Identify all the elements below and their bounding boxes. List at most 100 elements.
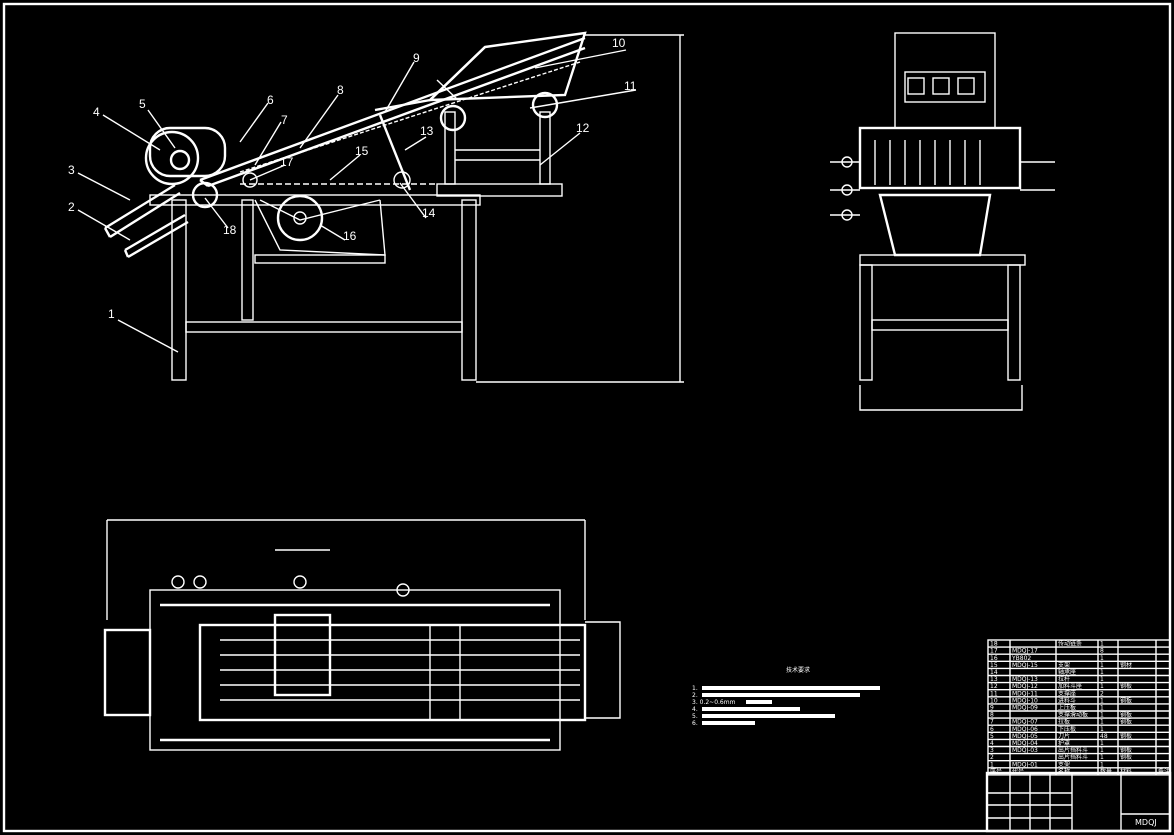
parts-list-cell: 进料斗 [1058,696,1076,704]
parts-list-cell: 加料斗座 [1058,682,1082,690]
parts-list-cell: 16 [990,655,998,662]
parts-list-cell: 2 [1100,690,1104,697]
parts-list-cell: MDQJ-10 [1012,697,1038,704]
parts-list-cell: MDQJ-06 [1012,726,1038,733]
parts-list-cell: 支架 [1058,661,1070,669]
parts-list-cell: 拉板 [1058,718,1070,726]
parts-list-cell: 3 [990,747,994,754]
parts-list-cell: MDQJ-15 [1012,662,1038,669]
note-6-bar [702,721,755,725]
parts-list-cell: 1 [1100,641,1104,648]
parts-list-cell: MDQJ-09 [1012,705,1038,712]
callout-10: 10 [612,36,626,50]
parts-list-cell: 12 [990,683,998,690]
callout-12: 12 [576,121,590,135]
parts-list-cell: 6 [990,726,994,733]
parts-list-header-cell: 数量 [1100,767,1112,775]
parts-list-cell: 5 [990,733,994,740]
parts-list-cell: 8 [1100,648,1104,655]
front-view [830,32,1055,411]
callout-7: 7 [281,113,288,127]
parts-list-cell: 13 [990,676,998,683]
callout-1: 1 [108,307,115,321]
parts-list-cell: 1 [1100,683,1104,690]
parts-list-cell: 支撑滑动板 [1058,711,1088,719]
parts-list-cell: 1 [1100,705,1104,712]
note-5-bar [702,714,835,718]
parts-list-cell: 18 [990,641,998,648]
parts-list-cell: 钢板 [1120,711,1132,719]
parts-list-cell: 1 [1100,719,1104,726]
parts-list-cell: 1 [1100,754,1104,761]
parts-list-cell: 传动链条 [1058,640,1082,648]
callout-16: 16 [343,229,357,243]
parts-list-cell: MDQJ-07 [1012,719,1038,726]
parts-list-cell: 钢材 [1120,661,1132,669]
parts-list-cell: 护罩 [1058,739,1070,747]
callout-11: 11 [624,79,637,93]
parts-list-header-cell: 序号 [990,767,1002,775]
parts-list-cell: 1 [1100,747,1104,754]
parts-list-cell: MDQJ-12 [1012,683,1038,690]
parts-list-cell: 钢板 [1120,753,1132,761]
parts-list-cell: 钢板 [1120,696,1132,704]
parts-list-cell: 钢板 [1120,732,1132,740]
parts-list-cell: 1 [1100,761,1104,768]
parts-list-cell: 7 [990,719,994,726]
callout-8: 8 [337,83,344,97]
parts-list-cell: 11 [990,690,998,697]
parts-list-header-cell: 代号 [1012,767,1024,775]
note-4: 4. [692,706,698,713]
parts-list-cell: 15 [990,662,998,669]
parts-list-cell: 上压板 [1058,704,1076,712]
callout-9: 9 [413,51,420,65]
parts-list-cell: 2 [990,754,994,761]
callout-3: 3 [68,163,75,177]
parts-list-cell: 1 [990,761,994,768]
parts-list-cell: 出片挡料斗 [1058,753,1088,761]
parts-list-cell: MDQJ-01 [1012,761,1038,768]
parts-list-cell: 48 [1100,733,1108,740]
note-3: 3. 0.2~0.6mm [692,699,736,706]
drawing-code: MDQJ [1135,818,1157,827]
parts-list-header-cell: 备注 [1158,767,1170,775]
callout-14: 14 [422,206,436,220]
parts-list-cell: 4 [990,740,994,747]
callout-6: 6 [267,93,274,107]
parts-list-cell: 1 [1100,669,1104,676]
parts-list-cell: 8 [990,712,994,719]
parts-list-cell: 1 [1100,726,1104,733]
parts-list-cell: 钢板 [1120,746,1132,754]
parts-list-cell: 10 [990,697,998,704]
callout-5: 5 [139,97,146,111]
parts-list-cell: MDQJ-03 [1012,747,1038,754]
technical-notes: 技术要求 1. 2. 3. 0.2~0.6mm 4. 5. 6. [692,666,880,727]
note-2-bar [702,693,860,697]
parts-list-cell: 钢板 [1120,682,1132,690]
callout-15: 15 [355,144,369,158]
parts-list-cell: 1 [1100,655,1104,662]
parts-list-cell: MDQJ-05 [1012,733,1038,740]
notes-heading: 技术要求 [786,666,810,674]
parts-list-header-cell: 材料 [1120,767,1132,775]
note-3-bar [746,700,772,704]
note-5: 5. [692,713,698,720]
parts-list-cell: 14 [990,669,998,676]
parts-list-cell: 9 [990,705,994,712]
parts-list-cell: 1 [1100,676,1104,683]
callout-4: 4 [93,105,100,119]
parts-list-cell: 钢板 [1120,718,1132,726]
callout-18: 18 [223,223,237,237]
parts-list-cell: 下压板 [1058,725,1076,733]
callout-2: 2 [68,200,75,214]
callout-13: 13 [420,124,434,138]
parts-list-cell: 刀片 [1058,732,1070,740]
note-1: 1. [692,685,698,692]
note-4-bar [702,707,800,711]
parts-list-cell: MDQJ-13 [1012,676,1038,683]
note-2: 2. [692,692,698,699]
note-6: 6. [692,720,698,727]
